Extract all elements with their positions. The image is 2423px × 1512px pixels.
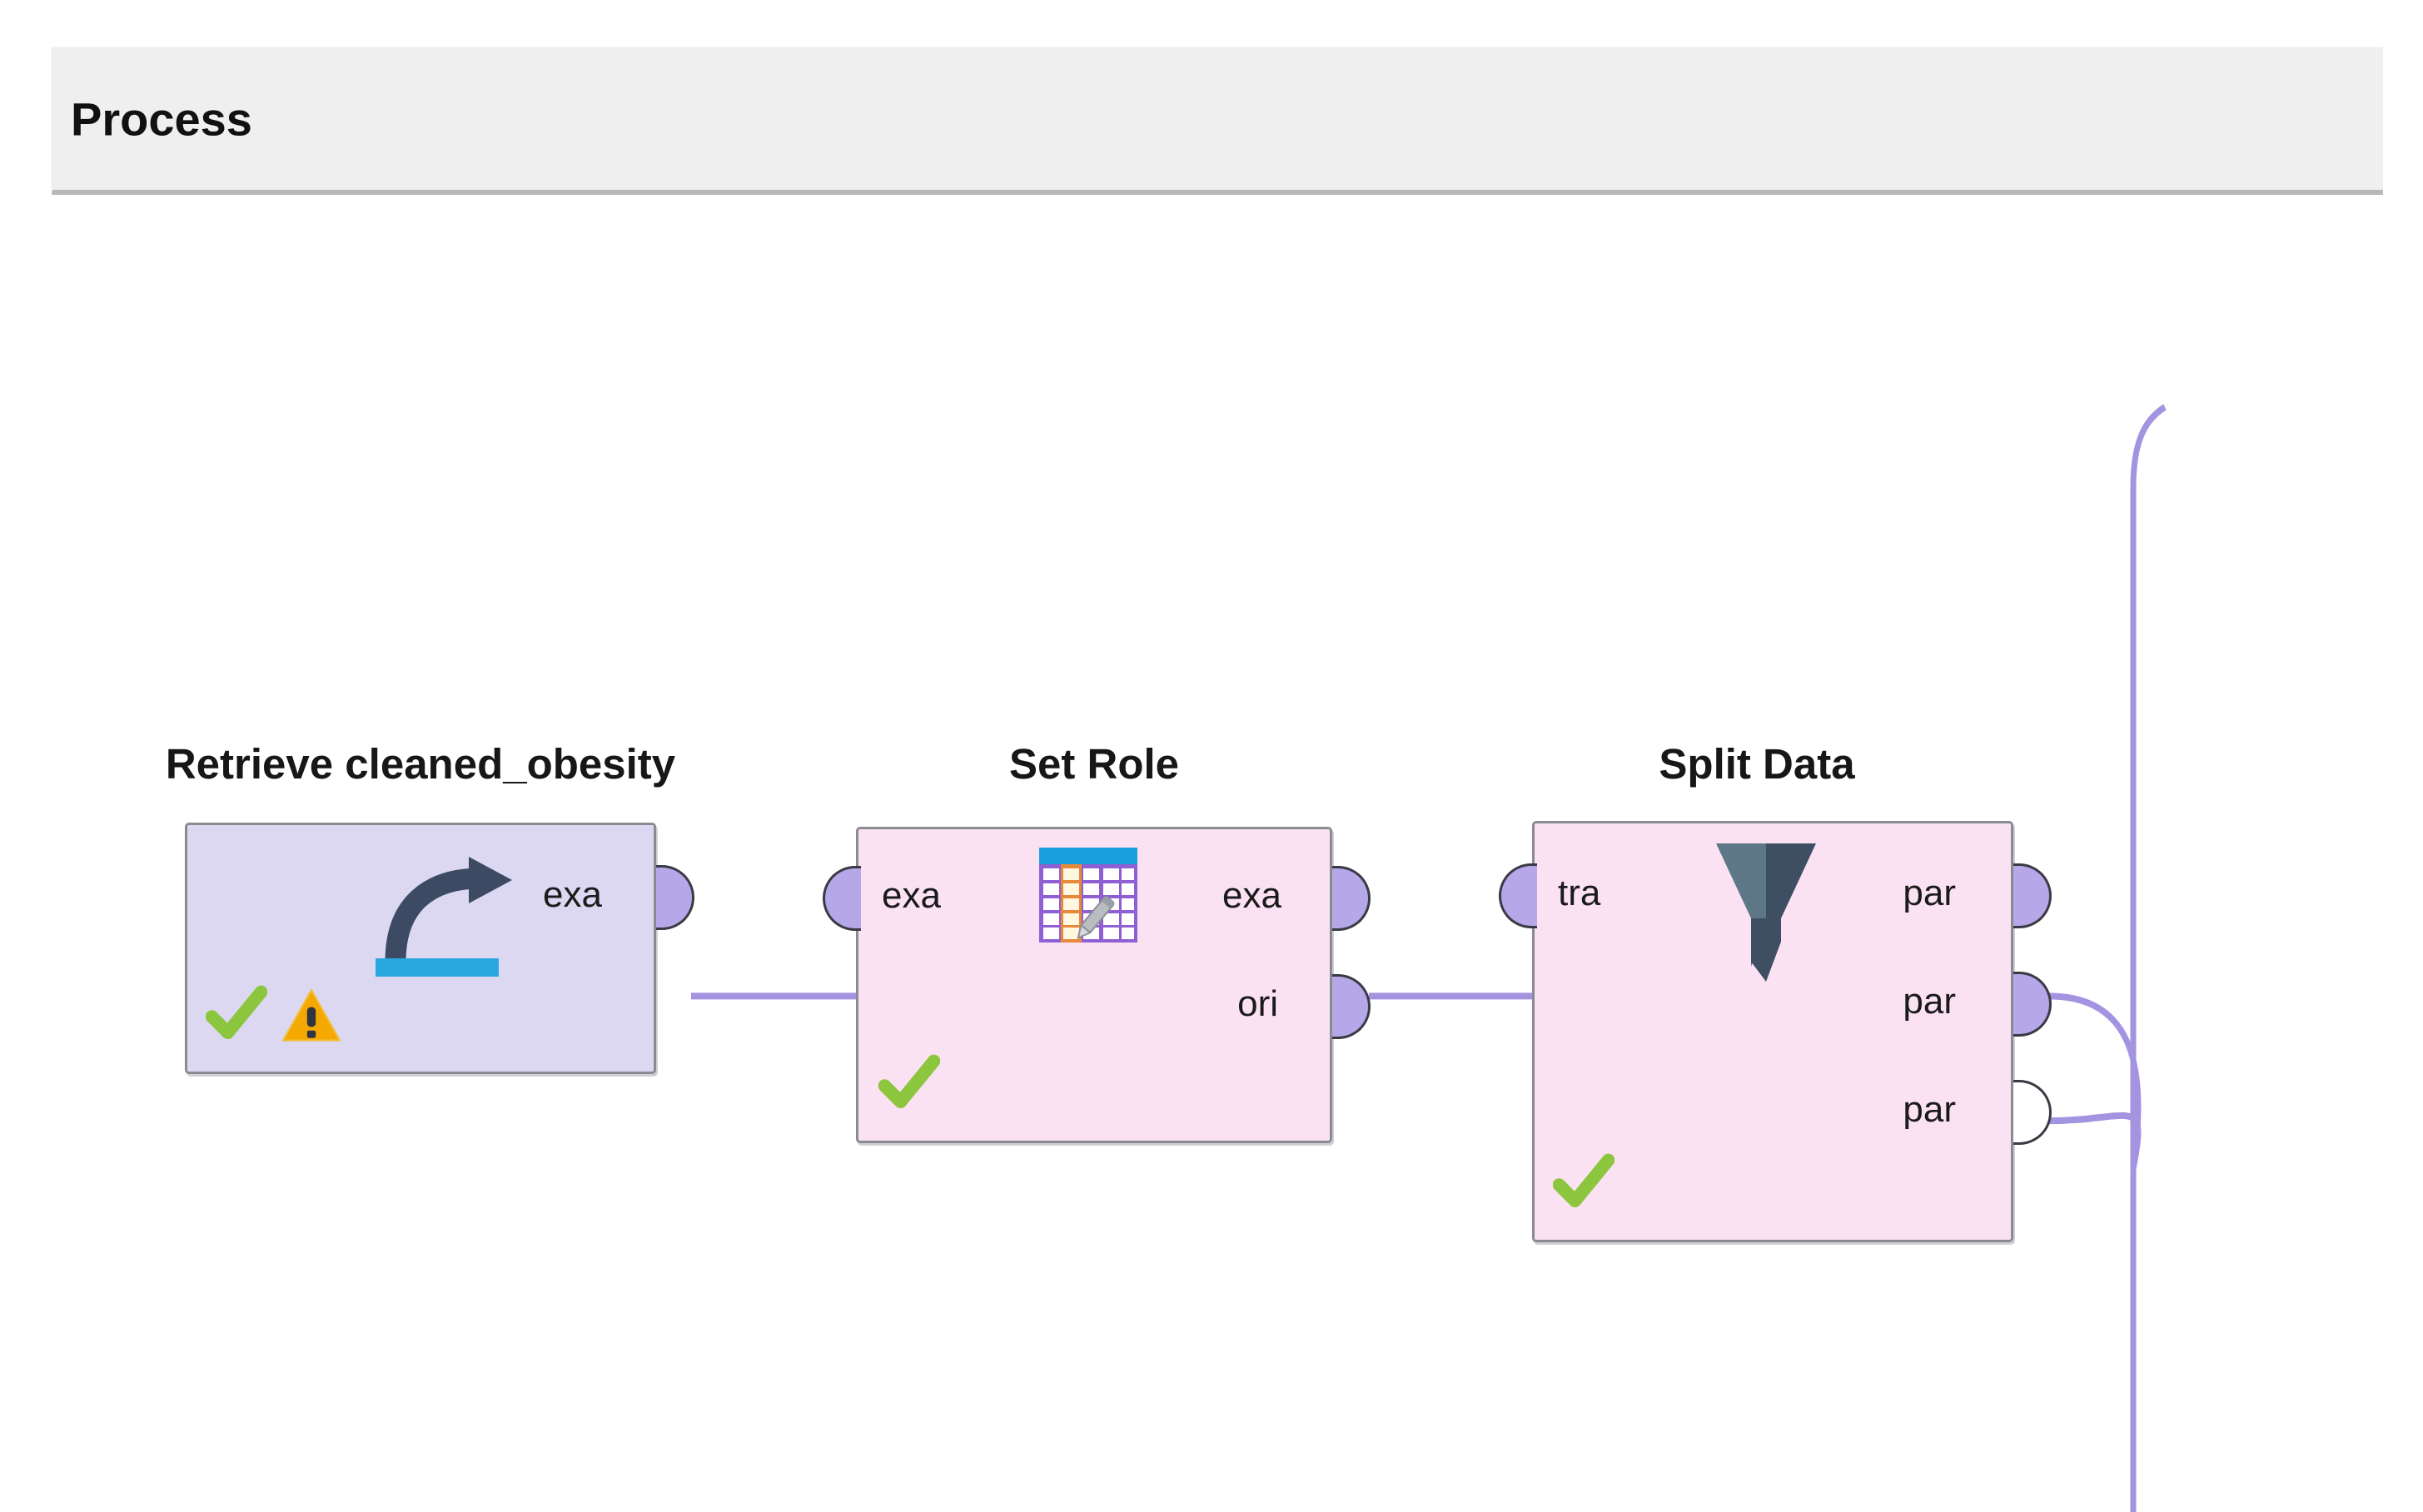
input-port-exa[interactable] bbox=[823, 866, 861, 931]
output-port-label: par bbox=[1903, 981, 1956, 1022]
input-port-label: tra bbox=[1558, 873, 1601, 913]
operator-body[interactable]: exa exa ori bbox=[823, 827, 1371, 1143]
operator-body[interactable]: exa bbox=[185, 823, 694, 1074]
check-icon bbox=[1553, 1153, 1615, 1207]
output-port-exa[interactable] bbox=[1332, 866, 1371, 931]
operator-title: Split Data bbox=[1659, 740, 1855, 788]
operator-title: Set Role bbox=[1008, 740, 1180, 788]
input-port-label: exa bbox=[882, 875, 941, 916]
output-port-label: par bbox=[1903, 873, 1956, 913]
page-title: Process bbox=[71, 92, 252, 145]
operator-title: Retrieve cleaned_obesity bbox=[165, 740, 676, 788]
operator-retrieve-cleaned-obesity[interactable]: Retrieve cleaned_obesity bbox=[166, 743, 694, 1074]
check-icon bbox=[206, 985, 267, 1039]
panel-header: Process bbox=[52, 47, 2383, 195]
wire-par2-to-output bbox=[2047, 1112, 2142, 1170]
wire-par1-to-output bbox=[2047, 992, 2142, 1170]
funnel-icon bbox=[1716, 843, 1816, 982]
operator-body[interactable]: tra par par par bbox=[1499, 821, 2052, 1242]
output-port-label: exa bbox=[1222, 875, 1281, 916]
output-port-label: par bbox=[1903, 1089, 1956, 1130]
output-port-ori[interactable] bbox=[1332, 974, 1371, 1039]
warning-icon bbox=[281, 988, 341, 1042]
process-canvas[interactable]: Retrieve cleaned_obesity bbox=[0, 200, 2423, 1512]
wire-output-trunk bbox=[2130, 404, 2167, 1169]
table-edit-icon bbox=[1039, 848, 1137, 943]
wire-output-trunk-down bbox=[2130, 1168, 2137, 1512]
input-port-tra[interactable] bbox=[1499, 863, 1537, 928]
output-port-label: exa bbox=[543, 874, 602, 915]
output-port-par-1[interactable] bbox=[2013, 863, 2052, 928]
operator-split-data[interactable]: Split Data tra par bbox=[1499, 743, 2052, 1245]
check-icon bbox=[878, 1054, 940, 1108]
output-port-exa[interactable] bbox=[656, 865, 694, 930]
operator-set-role[interactable]: Set Role bbox=[823, 743, 1371, 1143]
output-port-label: ori bbox=[1237, 983, 1278, 1024]
output-port-par-2[interactable] bbox=[2013, 972, 2052, 1037]
retrieve-arrow-icon bbox=[376, 857, 512, 977]
output-port-par-3[interactable] bbox=[2013, 1080, 2052, 1145]
